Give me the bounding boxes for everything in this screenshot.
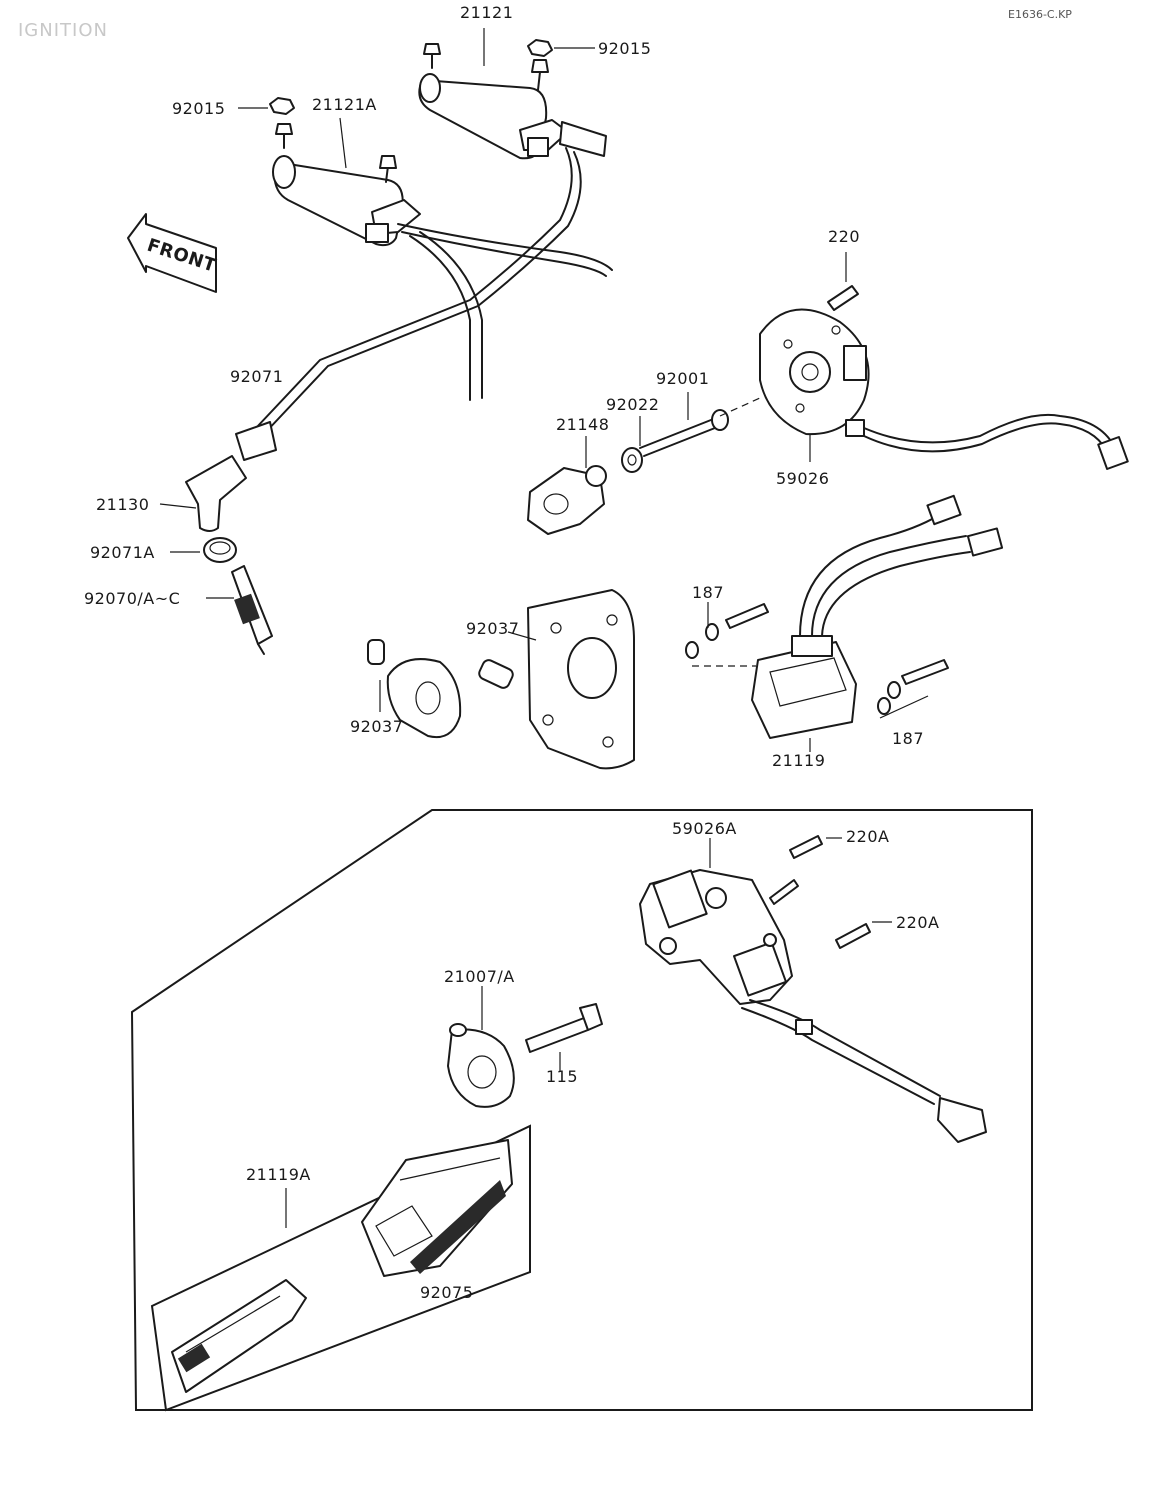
bolt-92001 — [639, 409, 729, 457]
label-21121a: 21121A — [312, 95, 377, 114]
spark-plug-cap — [185, 421, 277, 532]
label-187-top: 187 — [692, 583, 724, 602]
nut-92015-top — [527, 39, 595, 57]
heat-sink-92075 — [361, 1139, 513, 1277]
label-92037-left: 92037 — [350, 717, 403, 736]
spark-plug — [231, 565, 273, 655]
variant-frame — [130, 809, 1033, 1411]
label-220a-top: 220A — [846, 827, 889, 846]
screw-220a-right — [835, 921, 892, 949]
label-21121: 21121 — [460, 3, 513, 22]
label-92071: 92071 — [230, 367, 283, 386]
grommet-92037-mid — [478, 659, 514, 689]
label-21119a: 21119A — [246, 1165, 311, 1184]
ignition-coil-upper — [418, 43, 607, 160]
washer-92022 — [621, 447, 643, 473]
label-21007: 21007/A — [444, 967, 515, 986]
label-92015-top: 92015 — [598, 39, 651, 58]
page-title: IGNITION — [18, 20, 108, 41]
cap-seal-92071a — [203, 537, 237, 563]
screw-220a-top — [789, 835, 842, 859]
ic-igniter-21119 — [751, 494, 1004, 739]
label-187-right: 187 — [892, 729, 924, 748]
label-21119: 21119 — [772, 751, 825, 770]
diagram-code: E1636-C.KP — [1008, 8, 1072, 21]
label-59026: 59026 — [776, 469, 829, 488]
label-59026a: 59026A — [672, 819, 737, 838]
screw-220 — [827, 252, 859, 311]
label-92015-left: 92015 — [172, 99, 225, 118]
label-92022: 92022 — [606, 395, 659, 414]
timing-rotor-21148 — [527, 465, 607, 535]
bolt-115 — [525, 1003, 603, 1053]
small-cover-left — [386, 658, 462, 738]
label-115: 115 — [546, 1067, 578, 1086]
bolts-187-right — [877, 659, 949, 715]
bolts-187-top — [685, 603, 769, 659]
ignition-coil-left — [272, 123, 421, 247]
label-92075: 92075 — [420, 1283, 473, 1302]
grommet-92037-left — [367, 639, 385, 665]
rotor-21007 — [447, 1023, 515, 1108]
label-21130: 21130 — [96, 495, 149, 514]
front-arrow-sign: FRONT — [127, 213, 219, 293]
label-92070: 92070/A~C — [84, 589, 180, 608]
ic-igniter-21119a — [171, 1279, 307, 1393]
screw-220a-mid — [769, 879, 799, 905]
label-92001: 92001 — [656, 369, 709, 388]
nut-92015-left — [238, 97, 295, 115]
label-92071a: 92071A — [90, 543, 155, 562]
pickup-coil-plate — [759, 308, 1129, 470]
plug-leads — [255, 147, 613, 435]
label-220a-right: 220A — [896, 913, 939, 932]
label-21148: 21148 — [556, 415, 609, 434]
pickup-coil-59026a — [639, 869, 987, 1143]
label-220: 220 — [828, 227, 860, 246]
pickup-cover — [527, 589, 635, 770]
label-92037-mid: 92037 — [466, 619, 519, 638]
